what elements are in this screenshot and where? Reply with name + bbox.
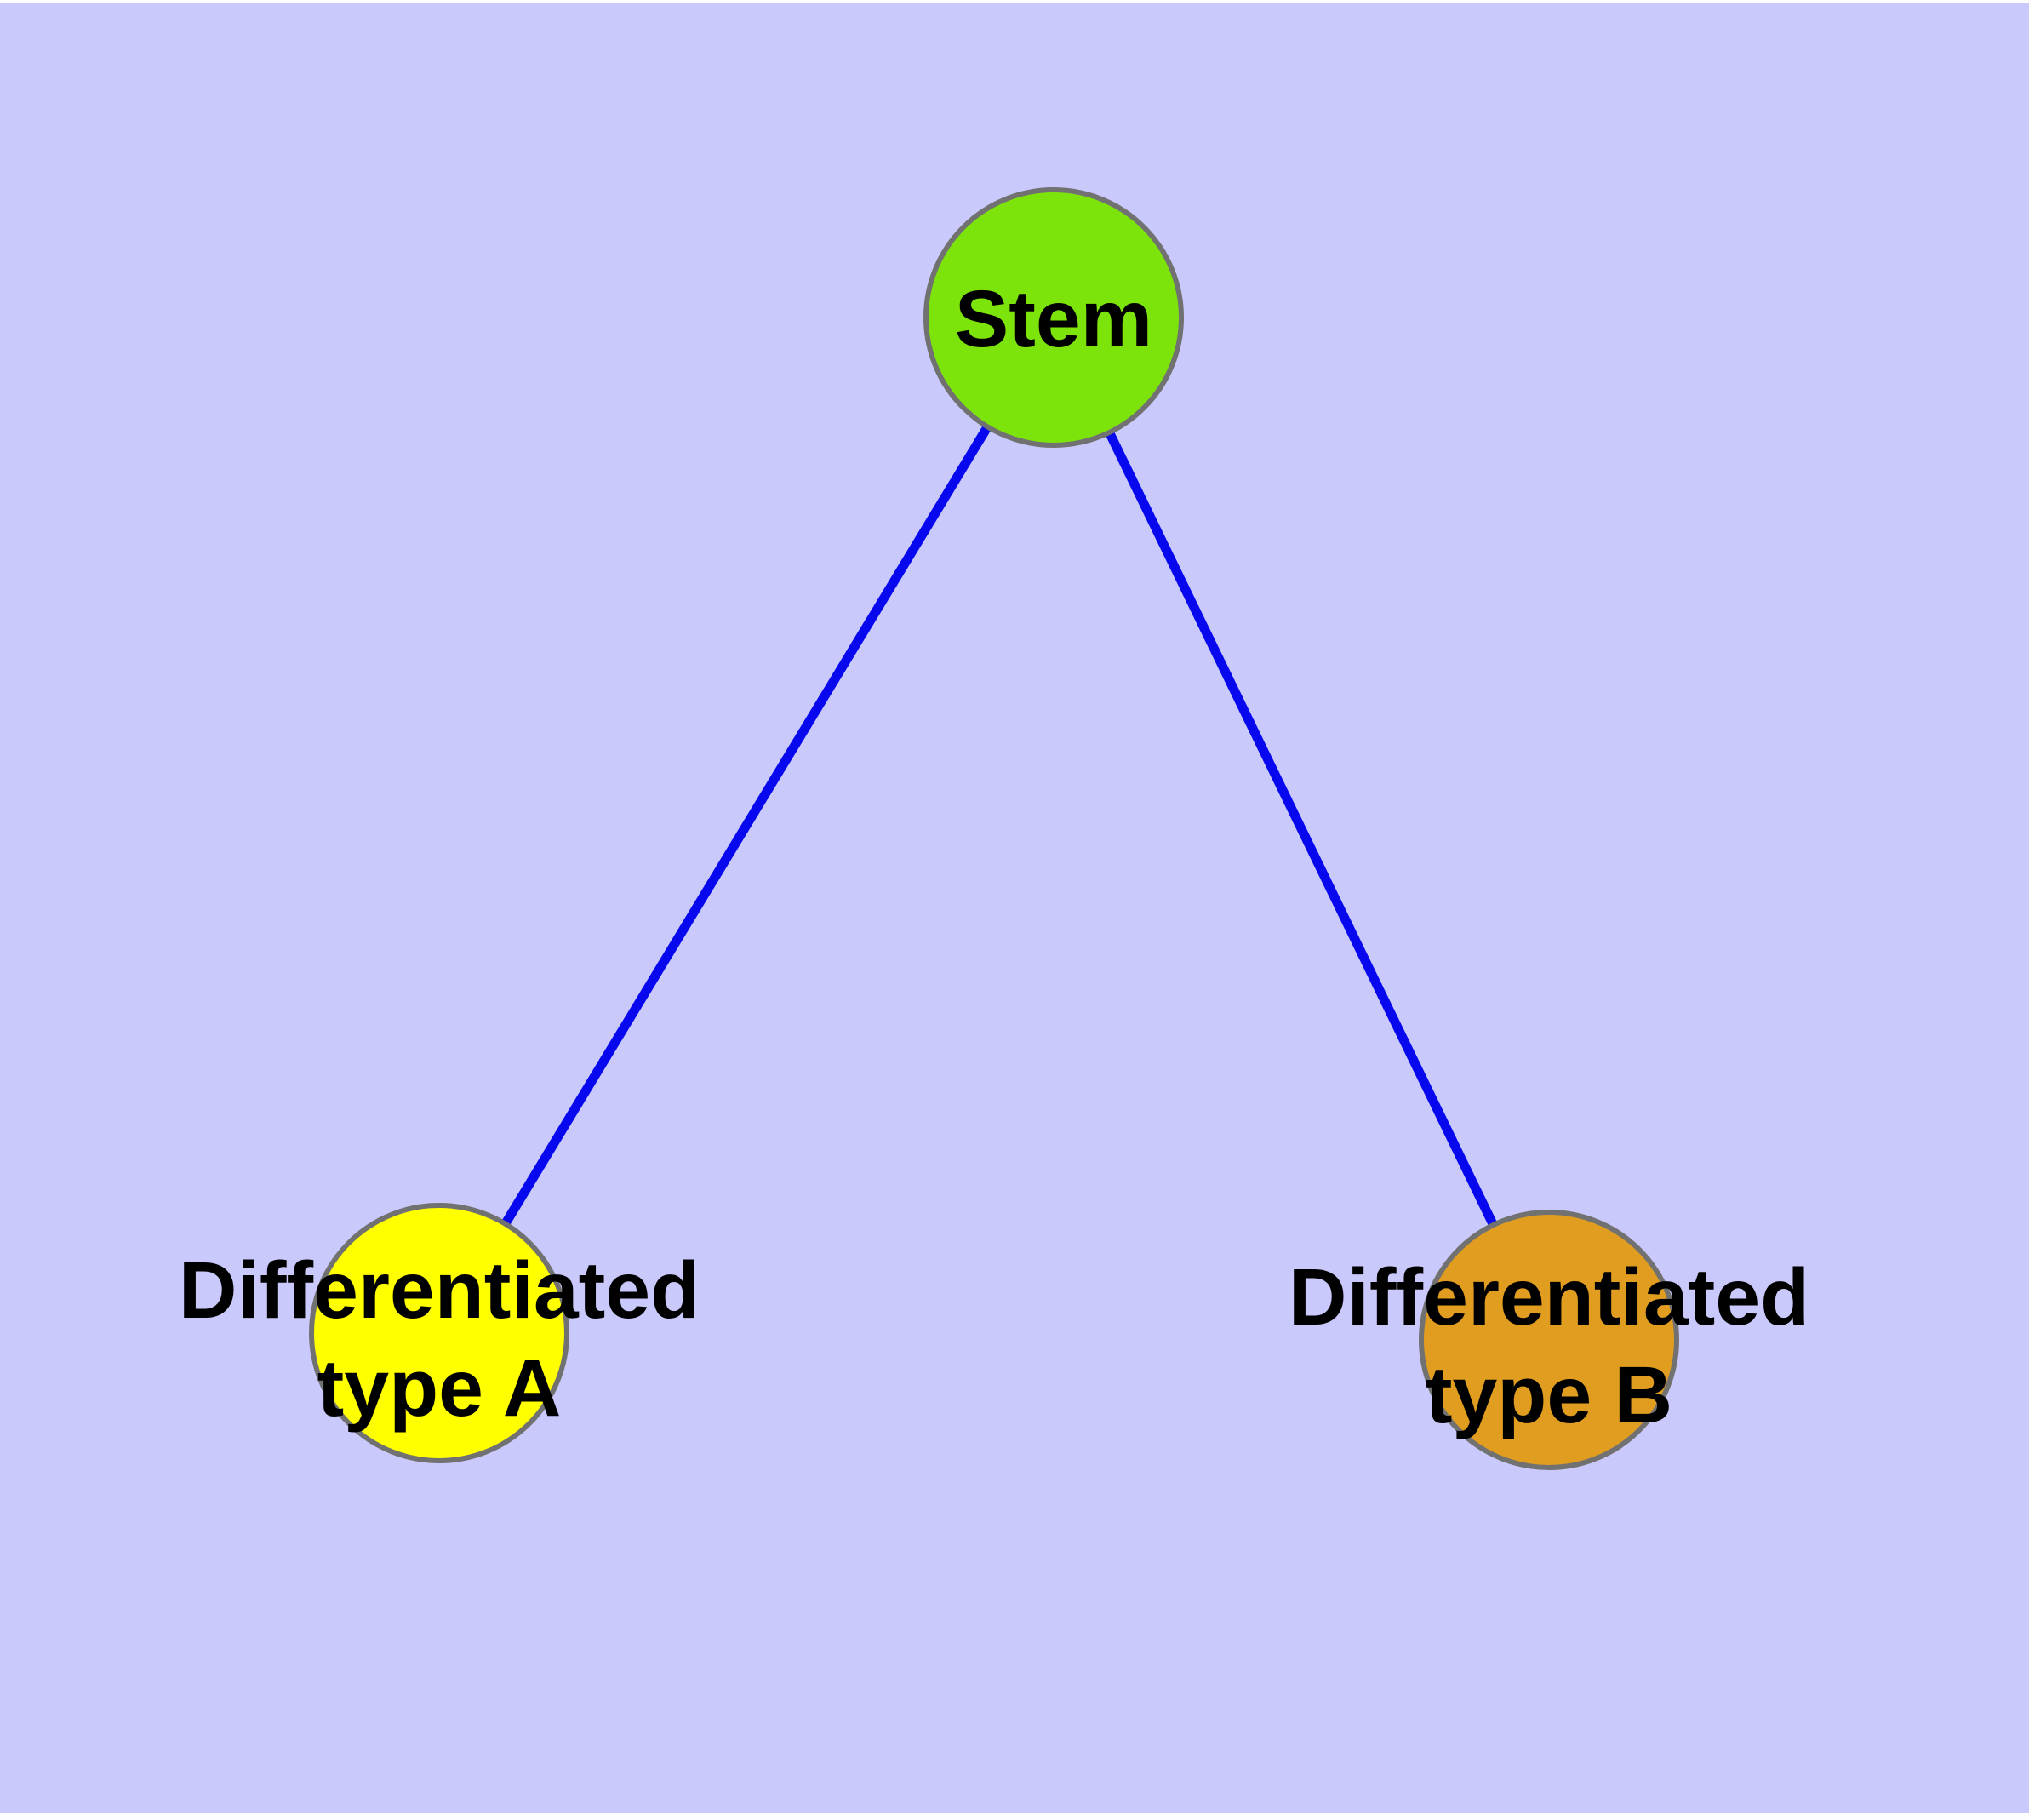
node-type-a-label-line1: Differentiated <box>179 1245 700 1336</box>
node-stem <box>923 187 1184 448</box>
node-type-b-label-line2: type B <box>1426 1350 1672 1440</box>
node-stem-label: Stem <box>955 274 1152 364</box>
edge-stem-to-type-b <box>1049 315 1553 1342</box>
node-differentiated-type-b <box>1419 1210 1679 1470</box>
edge-stem-to-type-a <box>435 315 1058 1336</box>
node-type-a-label-line2: type A <box>317 1343 562 1434</box>
node-differentiated-type-a <box>309 1203 569 1463</box>
node-type-b-label-line1: Differentiated <box>1289 1252 1809 1342</box>
